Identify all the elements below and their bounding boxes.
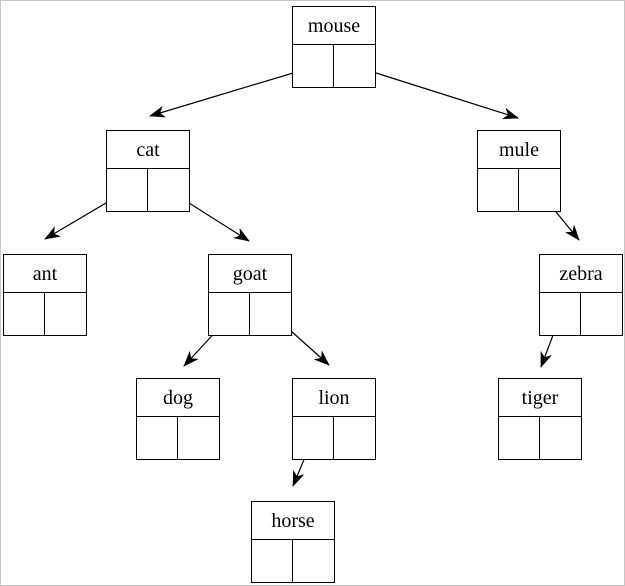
node-pointer-cells	[293, 45, 375, 87]
node-label: dog	[137, 379, 219, 417]
node-left-pointer-cell	[293, 417, 334, 459]
node-left-pointer-cell	[107, 169, 148, 211]
node-right-pointer-cell	[334, 45, 375, 87]
node-label: ant	[4, 255, 86, 293]
tree-node-mule: mule	[477, 130, 561, 212]
node-pointer-cells	[478, 169, 560, 211]
tree-node-cat: cat	[106, 130, 190, 212]
node-left-pointer-cell	[137, 417, 178, 459]
node-pointer-cells	[252, 540, 334, 582]
node-pointer-cells	[540, 293, 622, 335]
node-pointer-cells	[293, 417, 375, 459]
node-label: tiger	[499, 379, 581, 417]
tree-node-ant: ant	[3, 254, 87, 336]
node-label: zebra	[540, 255, 622, 293]
node-left-pointer-cell	[252, 540, 293, 582]
node-right-pointer-cell	[293, 540, 334, 582]
tree-node-dog: dog	[136, 378, 220, 460]
node-right-pointer-cell	[45, 293, 86, 335]
edge-mouse-mule	[353, 65, 519, 120]
node-label: horse	[252, 502, 334, 540]
node-right-pointer-cell	[540, 417, 581, 459]
node-left-pointer-cell	[4, 293, 45, 335]
node-right-pointer-cell	[178, 417, 219, 459]
node-left-pointer-cell	[499, 417, 540, 459]
tree-node-zebra: zebra	[539, 254, 623, 336]
node-pointer-cells	[209, 293, 291, 335]
edge-mouse-cat	[149, 66, 314, 118]
tree-node-lion: lion	[292, 378, 376, 460]
node-label: lion	[293, 379, 375, 417]
node-pointer-cells	[4, 293, 86, 335]
node-right-pointer-cell	[250, 293, 291, 335]
node-pointer-cells	[137, 417, 219, 459]
tree-node-horse: horse	[251, 501, 335, 583]
node-left-pointer-cell	[293, 45, 334, 87]
node-label: goat	[209, 255, 291, 293]
node-pointer-cells	[499, 417, 581, 459]
node-pointer-cells	[107, 169, 189, 211]
node-right-pointer-cell	[334, 417, 375, 459]
node-label: mule	[478, 131, 560, 169]
tree-node-tiger: tiger	[498, 378, 582, 460]
node-left-pointer-cell	[209, 293, 250, 335]
node-right-pointer-cell	[148, 169, 189, 211]
node-label: mouse	[293, 7, 375, 45]
node-right-pointer-cell	[519, 169, 560, 211]
node-label: cat	[107, 131, 189, 169]
tree-node-mouse: mouse	[292, 6, 376, 88]
node-right-pointer-cell	[581, 293, 622, 335]
tree-node-goat: goat	[208, 254, 292, 336]
node-left-pointer-cell	[540, 293, 581, 335]
node-left-pointer-cell	[478, 169, 519, 211]
